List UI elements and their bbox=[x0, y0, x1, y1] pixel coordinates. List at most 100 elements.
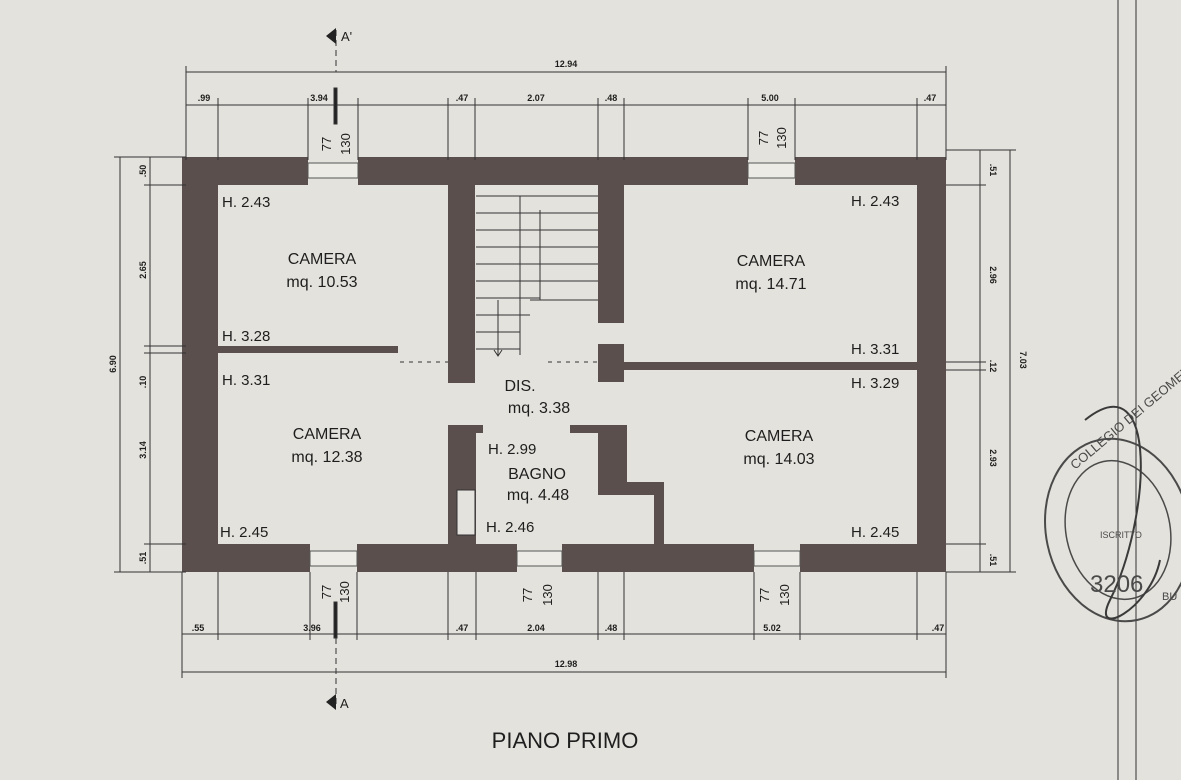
window-sizes: 77 130 77 130 77 130 77 130 77 130 bbox=[319, 127, 792, 606]
wall-bottom bbox=[357, 544, 517, 572]
windows bbox=[307, 162, 801, 567]
dim-bottom: .55 bbox=[192, 623, 205, 633]
room-labels: CAMERA mq. 10.53 CAMERA mq. 14.71 CAMERA… bbox=[286, 251, 814, 504]
signature-mark bbox=[1084, 405, 1161, 620]
window bbox=[747, 162, 796, 179]
room-area: mq. 12.38 bbox=[291, 449, 362, 466]
wall-bottom bbox=[562, 544, 754, 572]
room-area: mq. 10.53 bbox=[286, 274, 357, 291]
height-label: H. 3.31 bbox=[851, 341, 899, 358]
dim-right: 2.93 bbox=[988, 449, 998, 467]
dim-total-bottom: 12.98 bbox=[555, 659, 578, 669]
dim-total-top: 12.94 bbox=[555, 59, 578, 69]
room-name: CAMERA bbox=[737, 253, 806, 270]
window bbox=[309, 550, 358, 567]
room-name: CAMERA bbox=[745, 428, 814, 445]
wall-bottom bbox=[800, 544, 946, 572]
window-height: 130 bbox=[774, 127, 789, 149]
dim-left: 2.65 bbox=[138, 261, 148, 279]
staircase bbox=[476, 195, 598, 357]
height-label: H. 3.28 bbox=[222, 328, 270, 345]
dim-bottom: .47 bbox=[932, 623, 945, 633]
room-area: mq. 14.03 bbox=[743, 451, 814, 468]
section-label: A' bbox=[341, 29, 352, 44]
window-height: 130 bbox=[338, 133, 353, 155]
height-label: H. 2.45 bbox=[220, 524, 268, 541]
dim-left: .10 bbox=[138, 376, 148, 389]
dim-right: .51 bbox=[988, 554, 998, 567]
height-label: H. 3.29 bbox=[851, 375, 899, 392]
dim-total-left: 6.90 bbox=[108, 355, 118, 373]
height-label: H. 3.31 bbox=[222, 372, 270, 389]
height-label: H. 2.43 bbox=[222, 194, 270, 211]
wall-top bbox=[182, 157, 308, 185]
dim-top: 2.07 bbox=[527, 93, 545, 103]
window-width: 77 bbox=[520, 588, 535, 602]
window-height: 130 bbox=[540, 584, 555, 606]
wall-top bbox=[795, 157, 946, 185]
dim-left: .50 bbox=[138, 165, 148, 178]
stamp-text: BU bbox=[1162, 591, 1177, 603]
dim-top: .48 bbox=[605, 93, 618, 103]
section-label: A bbox=[340, 696, 349, 711]
wall-left bbox=[182, 157, 218, 572]
wall-pillar bbox=[598, 344, 624, 382]
dim-top: .99 bbox=[198, 93, 211, 103]
height-label: H. 2.43 bbox=[851, 193, 899, 210]
window bbox=[753, 550, 801, 567]
wall-right bbox=[917, 157, 946, 572]
dim-top: .47 bbox=[456, 93, 469, 103]
dim-left: .51 bbox=[138, 552, 148, 565]
walls bbox=[182, 157, 946, 572]
room-area: mq. 4.48 bbox=[507, 487, 569, 504]
dim-bottom: 2.04 bbox=[527, 623, 545, 633]
dim-top: 5.00 bbox=[761, 93, 779, 103]
window bbox=[307, 162, 359, 179]
dim-top: 3.94 bbox=[310, 93, 328, 103]
stamp-text: COLLEGIO DEI GEOMETRI bbox=[1067, 355, 1181, 472]
wall-bath-right bbox=[654, 482, 664, 544]
section-arrow-icon bbox=[326, 694, 336, 710]
window bbox=[516, 550, 563, 567]
window-width: 77 bbox=[756, 131, 771, 145]
dimension-lines bbox=[114, 30, 1016, 708]
room-name: BAGNO bbox=[508, 466, 566, 483]
ceiling-heights: H. 2.43 H. 2.43 H. 3.28 H. 3.31 H. 3.31 … bbox=[220, 193, 899, 541]
height-label: H. 2.45 bbox=[851, 524, 899, 541]
plan-title: PIANO PRIMO bbox=[492, 728, 639, 753]
dim-total-right: 7.03 bbox=[1018, 351, 1028, 369]
height-label: H. 2.99 bbox=[488, 441, 536, 458]
window-height: 130 bbox=[777, 584, 792, 606]
wall-stair-left bbox=[448, 183, 475, 383]
partition-left bbox=[218, 346, 398, 353]
dim-bottom: 3.96 bbox=[303, 623, 321, 633]
section-arrow-icon bbox=[326, 28, 336, 44]
stamp-text: ISCRITTO bbox=[1100, 530, 1142, 540]
window-width: 77 bbox=[757, 588, 772, 602]
wall-bottom bbox=[182, 544, 310, 572]
room-name: CAMERA bbox=[288, 251, 357, 268]
stamp-seal: COLLEGIO DEI GEOMETRI ISCRITTO 3206 BU bbox=[1044, 355, 1181, 623]
dim-bottom: .48 bbox=[605, 623, 618, 633]
window-height: 130 bbox=[337, 581, 352, 603]
shaft bbox=[456, 489, 476, 536]
dim-bottom: 5.02 bbox=[763, 623, 781, 633]
height-label: H. 2.46 bbox=[486, 519, 534, 536]
room-area: mq. 14.71 bbox=[735, 276, 806, 293]
window-width: 77 bbox=[319, 137, 334, 151]
dim-right: 2.96 bbox=[988, 266, 998, 284]
dim-right: .12 bbox=[988, 360, 998, 373]
window-width: 77 bbox=[319, 585, 334, 599]
dim-left: 3.14 bbox=[138, 441, 148, 459]
dim-right: .51 bbox=[988, 164, 998, 177]
wall-top bbox=[358, 157, 748, 185]
room-name: DIS. bbox=[504, 378, 535, 395]
dimension-texts: 12.94 .99 3.94 .47 2.07 .48 5.00 .47 12.… bbox=[108, 59, 1028, 669]
wall-bath-right bbox=[598, 482, 664, 495]
partition-right bbox=[624, 362, 917, 370]
dim-top: .47 bbox=[924, 93, 937, 103]
room-name: CAMERA bbox=[293, 426, 362, 443]
room-area: mq. 3.38 bbox=[508, 400, 570, 417]
wall-stair-right bbox=[598, 183, 624, 323]
section-markers: A' A bbox=[326, 28, 352, 711]
